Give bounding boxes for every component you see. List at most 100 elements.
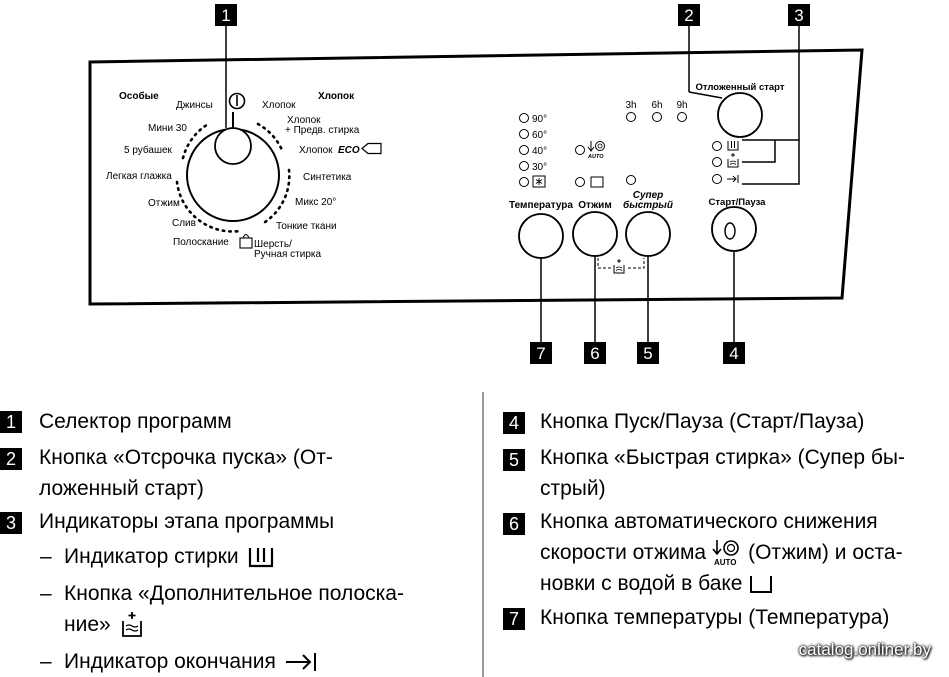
legend-item-7: 7 Кнопка температуры (Температура) — [503, 602, 889, 633]
legend-text-4: Кнопка Пуск/Пауза (Старт/Пауза) — [540, 410, 865, 433]
legend-badge-2: 2 — [0, 448, 22, 470]
dial-group-left: Особые — [119, 90, 159, 102]
dial-program-mini30: Мини 30 — [148, 123, 187, 134]
super-quick-label-2: быстрый — [623, 199, 673, 211]
svg-text:6: 6 — [590, 344, 599, 363]
legend-item-5: 5 Кнопка «Быстрая стирка» (Супер бы- стр… — [503, 442, 905, 504]
eco-mark: ECO — [338, 145, 360, 156]
dial-group-right: Хлопок — [318, 91, 355, 102]
callout-7: 7 — [530, 258, 552, 364]
dial-program-spin: Отжим — [148, 198, 180, 209]
dial-program-cotton: Хлопок — [262, 100, 296, 111]
svg-text:4: 4 — [729, 344, 738, 363]
end-phase-icon — [727, 175, 739, 183]
power-icon — [228, 92, 246, 110]
spin-auto-icon: AUTO — [712, 539, 739, 567]
rinse-hold-icon — [590, 176, 604, 188]
spin-button-label: Отжим — [578, 200, 611, 211]
spin-auto-icon: AUTO — [587, 141, 605, 160]
legend-sub-wash: – Индикатор стирки — [40, 541, 277, 572]
phase-indicators — [712, 141, 739, 184]
wash-phase-icon — [727, 141, 739, 151]
cold-wash-icon — [532, 175, 546, 188]
dial-program-jeans: Джинсы — [176, 100, 213, 111]
legend-text-3: Индикаторы этапа программы — [39, 510, 335, 533]
svg-text:5: 5 — [643, 344, 652, 363]
wool-icon — [239, 234, 253, 249]
legend-item-1: 1 Селектор программ — [0, 406, 232, 437]
callout-6: 6 — [584, 256, 606, 364]
legend-text-1: Селектор программ — [39, 410, 232, 433]
legend-text-2: Кнопка «Отсрочка пуска» (От- ложенный ст… — [39, 446, 333, 500]
svg-text:6h: 6h — [651, 100, 662, 111]
temperature-button-label: Температура — [509, 200, 573, 211]
legend-item-6: 6 Кнопка автоматического снижения скорос… — [503, 506, 903, 599]
program-selector[interactable] — [175, 112, 291, 233]
svg-text:3h: 3h — [625, 100, 636, 111]
callout-2: 2 — [678, 4, 723, 99]
callout-1: 1 — [215, 4, 237, 128]
spin-indicators: AUTO — [575, 141, 636, 188]
legend-divider — [482, 392, 484, 677]
super-quick-indicator — [626, 175, 636, 185]
legend-badge-4: 4 — [503, 412, 525, 434]
svg-text:2: 2 — [684, 6, 693, 25]
legend-badge-5: 5 — [503, 449, 525, 471]
control-panel-diagram: 1 2 3 4 5 6 7 — [88, 4, 864, 364]
eco-tag-icon — [361, 142, 382, 155]
wash-icon — [248, 547, 273, 567]
dial-program-5shirts: 5 рубашек — [124, 144, 173, 156]
temperature-button[interactable] — [518, 213, 564, 259]
legend-text-5: Кнопка «Быстрая стирка» (Супер бы- стрый… — [540, 446, 905, 500]
dial-program-easy-iron: Легкая глажка — [106, 171, 172, 182]
callout-5: 5 — [637, 256, 659, 364]
svg-text:1: 1 — [221, 6, 230, 25]
legend-badge-1: 1 — [0, 411, 22, 433]
super-quick-label-1: Супер — [633, 190, 664, 201]
callout-4: 4 — [723, 252, 745, 364]
legend-item-4: 4 Кнопка Пуск/Пауза (Старт/Пауза) — [503, 406, 864, 437]
dial-program-rinse: Полоскание — [173, 237, 229, 248]
svg-text:30°: 30° — [532, 162, 547, 173]
legend-text-7: Кнопка температуры (Температура) — [540, 606, 890, 629]
legend-badge-3: 3 — [0, 512, 22, 534]
delay-start-button[interactable] — [717, 92, 763, 138]
panel-outline — [88, 48, 864, 306]
legend-badge-6: 6 — [503, 513, 525, 535]
legend-item-2: 2 Кнопка «Отсрочка пуска» (От- ложенный … — [0, 442, 333, 504]
svg-text:AUTO: AUTO — [587, 154, 604, 160]
watermark: catalog.onliner.by — [798, 640, 931, 659]
legend-item-3: 3 Индикаторы этапа программы — [0, 506, 334, 537]
rinse-phase-icon — [727, 153, 739, 168]
delay-start-label: Отложенный старт — [695, 82, 784, 93]
legend-sub-extra-rinse: – Кнопка «Дополнительное полоска- ние» — [40, 578, 404, 640]
super-quick-button[interactable] — [625, 211, 671, 257]
extra-rinse-icon — [121, 611, 142, 637]
dial-program-drain: Слив — [172, 218, 196, 229]
delay-indicators: 3h 6h 9h — [625, 100, 688, 122]
dial-program-cotton-eco: Хлопок — [299, 145, 333, 156]
temperature-indicators: 90° 60° 40° 30° — [519, 113, 547, 188]
svg-text:40°: 40° — [532, 146, 547, 157]
svg-text:7: 7 — [536, 344, 545, 363]
dial-program-mix20: Микс 20° — [295, 197, 336, 208]
end-icon — [285, 652, 316, 671]
legend-sub-end: – Индикатор окончания — [40, 646, 318, 677]
dial-program-wool-2: Ручная стирка — [254, 249, 321, 260]
svg-text:9h: 9h — [676, 100, 687, 111]
dial-program-delicates: Тонкие ткани — [276, 221, 337, 232]
svg-text:90°: 90° — [532, 114, 547, 125]
callout-3: 3 — [742, 4, 810, 185]
legend-badge-7: 7 — [503, 608, 525, 630]
start-pause-button[interactable] — [711, 206, 757, 252]
rinse-hold-icon — [750, 575, 773, 593]
legend-text-6: Кнопка автоматического снижения скорости… — [540, 510, 903, 595]
svg-text:3: 3 — [794, 6, 803, 25]
dial-program-synthetics: Синтетика — [303, 172, 352, 183]
dial-program-cotton-prewash-2: + Предв. стирка — [285, 125, 360, 136]
extra-rinse-combo-bracket — [597, 258, 645, 274]
spin-button[interactable] — [572, 211, 618, 257]
start-pause-label: Старт/Пауза — [709, 197, 767, 208]
dial-program-wool-1: Шерсть/ — [254, 239, 292, 250]
dial-program-cotton-prewash-1: Хлопок — [287, 115, 321, 126]
